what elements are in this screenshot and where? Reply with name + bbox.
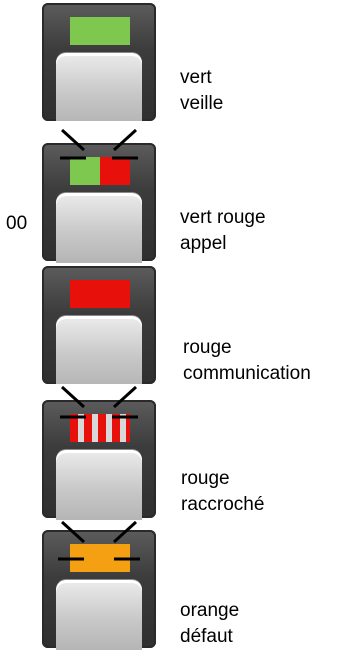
- key-cap: [56, 580, 142, 650]
- caption-standby: vert veille: [180, 65, 223, 117]
- indicator-led: [70, 17, 130, 45]
- key-cap: [56, 450, 142, 520]
- blink-rays-icon: [60, 385, 138, 419]
- caption-hangup: rouge raccroché: [181, 466, 264, 518]
- indicator-led: [70, 414, 130, 442]
- caption-fault: orange défaut: [180, 598, 239, 650]
- caption-color: vert: [180, 67, 212, 88]
- caption-state: défaut: [180, 626, 233, 647]
- caption-color: vert rouge: [180, 207, 266, 228]
- key-cap: [56, 316, 142, 384]
- blink-rays-icon: [58, 520, 140, 561]
- caption-color: orange: [180, 600, 240, 621]
- blink-rays-icon: [60, 128, 138, 160]
- caption-communication: rouge communication: [183, 335, 311, 387]
- side-number-label: 00: [6, 213, 28, 234]
- caption-state: appel: [180, 233, 227, 254]
- caption-color: rouge: [183, 337, 232, 358]
- caption-state: raccroché: [181, 494, 265, 515]
- caption-state: communication: [183, 363, 311, 384]
- indicator-led: [70, 280, 130, 308]
- key-cap: [56, 193, 142, 263]
- caption-call: vert rouge appel: [180, 205, 266, 257]
- button-state-call: [42, 128, 156, 263]
- button-state-communication: [42, 266, 156, 384]
- key-cap: [56, 53, 142, 121]
- indicator-led: [70, 157, 130, 185]
- button-state-hangup: [42, 385, 156, 520]
- caption-color: rouge: [181, 468, 230, 489]
- button-state-standby: [42, 3, 156, 121]
- caption-state: veille: [180, 93, 224, 114]
- button-state-fault: [42, 520, 156, 650]
